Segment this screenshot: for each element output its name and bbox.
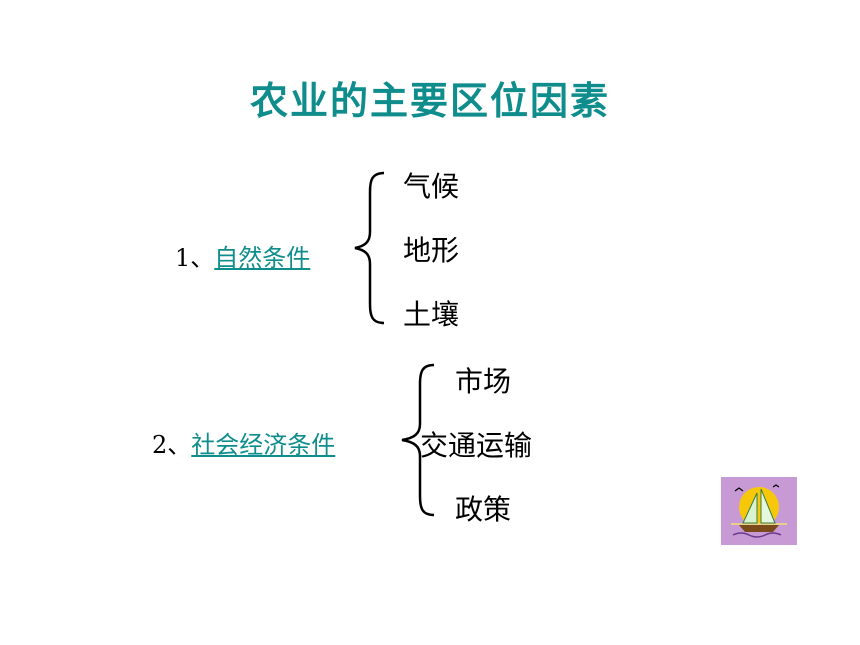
sailboat-nav-button[interactable]	[721, 477, 797, 545]
natural-conditions-link[interactable]: 自然条件	[214, 244, 311, 272]
section-1-number: 1、	[175, 244, 215, 272]
slide-title: 农业的主要区位因素	[249, 79, 610, 123]
socio-item-market: 市场	[455, 365, 512, 398]
section-2-label: 2、社会经济条件	[152, 425, 335, 460]
section-1-label: 1、自然条件	[175, 238, 310, 273]
socio-item-policy: 政策	[455, 493, 512, 526]
section-1-brace	[354, 171, 385, 325]
natural-item-climate: 气候	[403, 170, 460, 203]
section-2-number: 2、	[152, 431, 192, 459]
socio-item-transport: 交通运输	[420, 429, 533, 462]
natural-item-terrain: 地形	[403, 234, 460, 267]
socioeconomic-conditions-link[interactable]: 社会经济条件	[191, 431, 336, 459]
section-2-brace	[401, 363, 435, 517]
natural-item-soil: 土壤	[403, 298, 460, 331]
sailboat-sunset-icon	[721, 477, 797, 545]
